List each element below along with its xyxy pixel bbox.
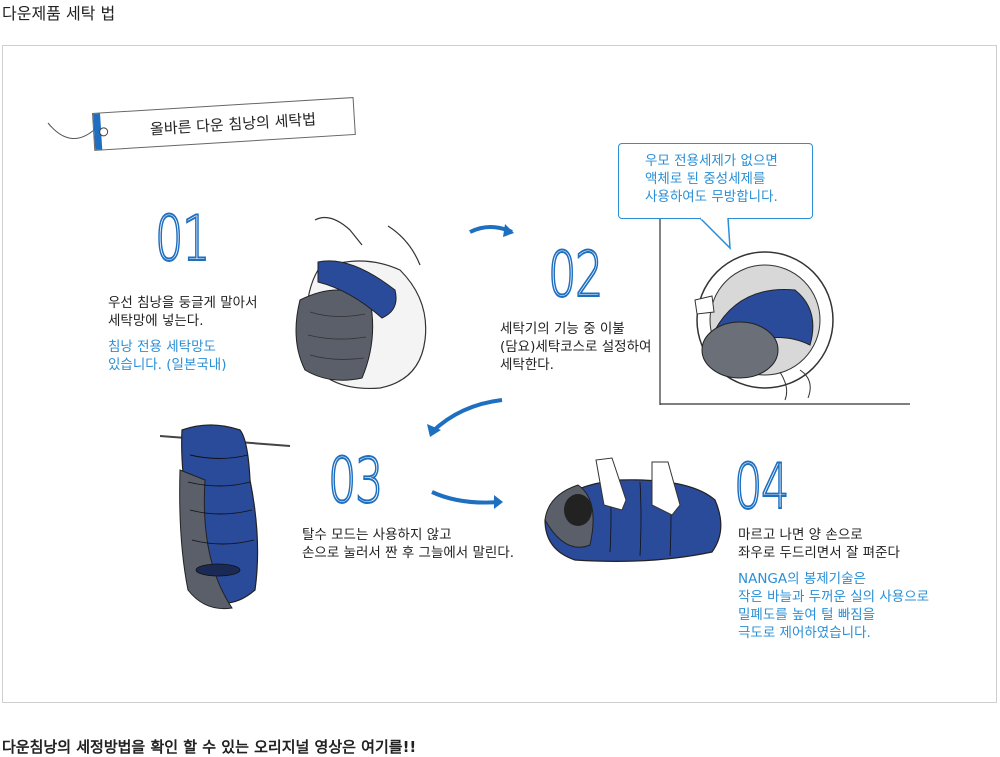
step-number-03: 03 bbox=[327, 444, 384, 517]
step1-illustration bbox=[295, 217, 427, 390]
step-02-text: 세탁기의 기능 중 이불 (담요)세탁코스로 설정하여 세탁한다. bbox=[500, 321, 652, 373]
tag-hole bbox=[98, 127, 109, 137]
video-link-text[interactable]: 다운침낭의 세정방법을 확인 할 수 있는 오리지널 영상은 여기를!! bbox=[2, 738, 417, 756]
step-number-04: 04 bbox=[733, 450, 790, 523]
step-03-text: 탈수 모드는 사용하지 않고 손으로 눌러서 짠 후 그늘에서 말린다. bbox=[302, 527, 515, 561]
step2-illustration bbox=[659, 210, 910, 405]
detergent-tip-bubble: 우모 전용세제가 없으면 액체로 된 중성세제를 사용하여도 무방합니다. bbox=[618, 143, 813, 219]
step-01-text: 우선 침낭을 둥글게 말아서 세탁망에 넣는다. bbox=[108, 295, 258, 329]
step-04-note: NANGA의 봉제기술은 작은 바늘과 두꺼운 실의 사용으로 밀폐도를 높여 … bbox=[738, 571, 930, 641]
page-title: 다운제품 세탁 법 bbox=[2, 4, 116, 23]
step-04-text: 마르고 나면 양 손으로 좌우로 두드리면서 잘 펴준다 bbox=[738, 527, 900, 561]
step3-illustration bbox=[159, 424, 291, 610]
step-number-01: 01 bbox=[154, 202, 211, 275]
step4-illustration bbox=[544, 457, 722, 562]
bubble-text: 우모 전용세제가 없으면 액체로 된 중성세제를 사용하여도 무방합니다. bbox=[645, 153, 778, 205]
tag-string bbox=[47, 122, 95, 139]
step-number-02: 02 bbox=[547, 238, 604, 311]
arrow-03-04 bbox=[431, 490, 501, 505]
arrow-02-03 bbox=[430, 398, 503, 434]
step-01-note: 침낭 전용 세탁망도 있습니다. (일본국내) bbox=[108, 339, 227, 373]
tag-label: 올바른 다운 침낭의 세탁법 bbox=[149, 110, 317, 139]
